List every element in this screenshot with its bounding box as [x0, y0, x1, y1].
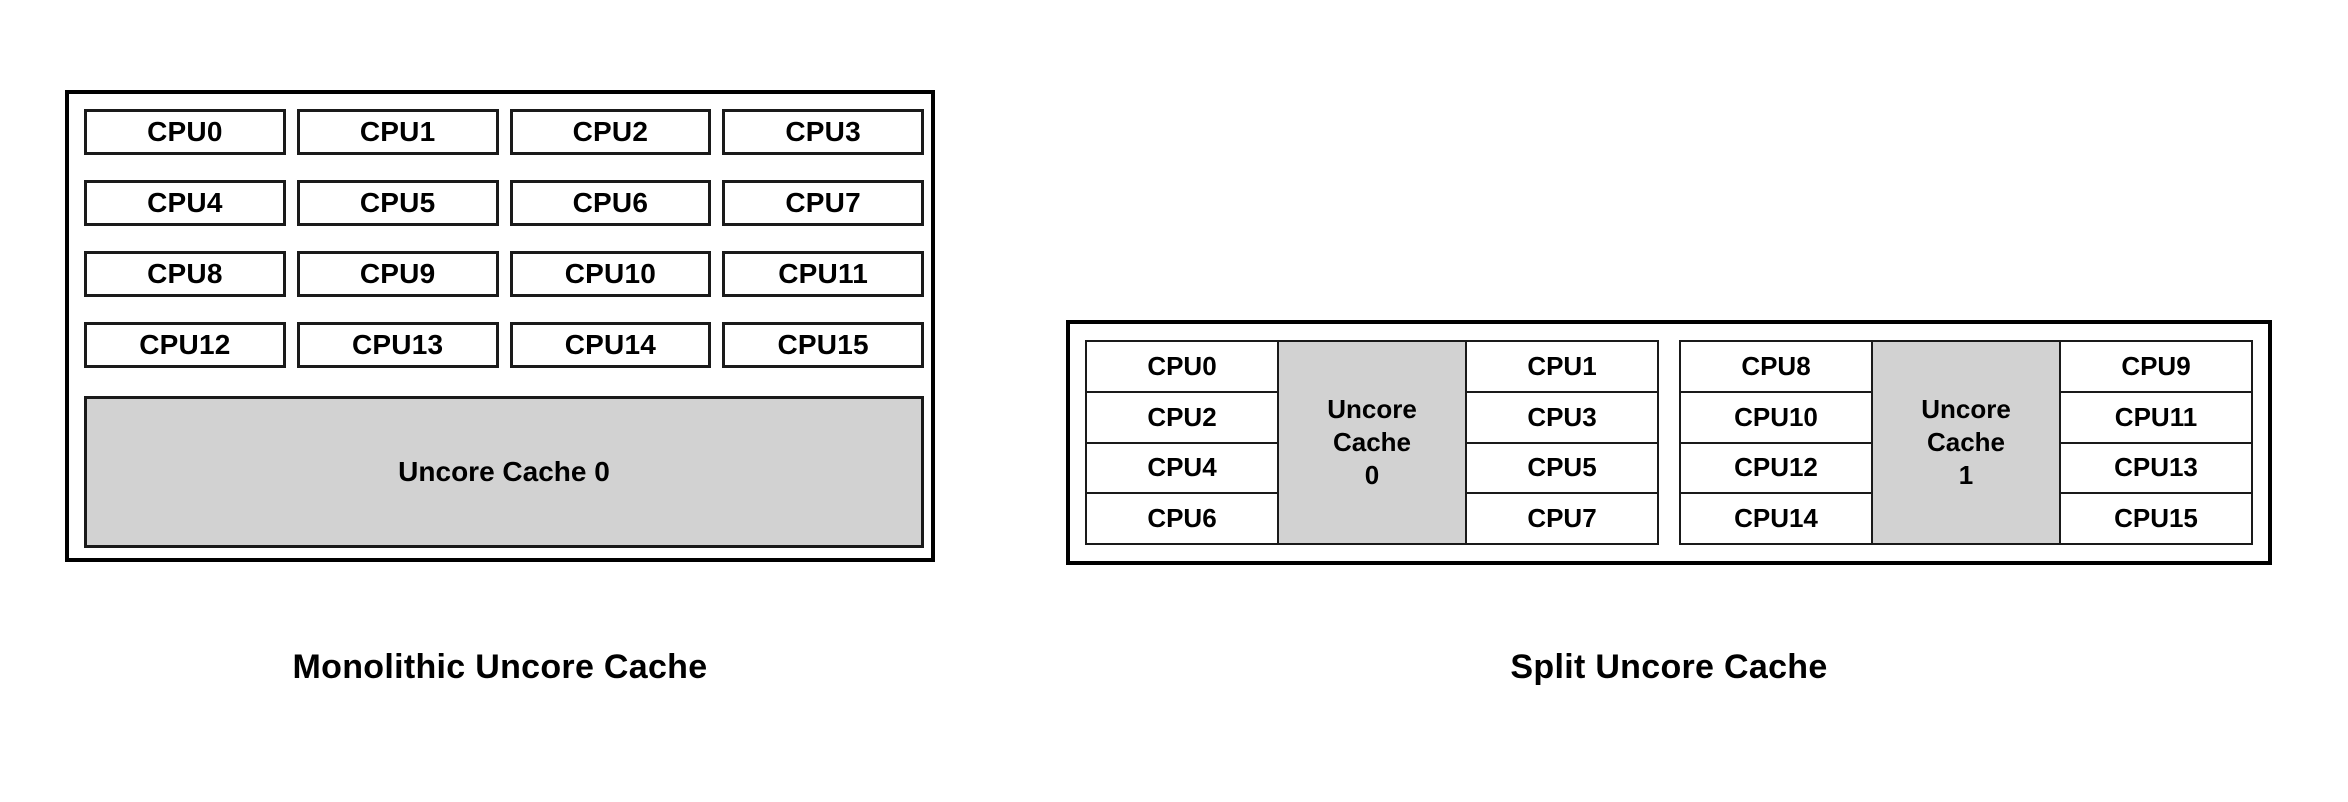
split-uncore-cache-diagram: CPU0 CPU2 CPU4 CPU6 Uncore Cache 0 CPU1	[1066, 320, 2272, 565]
cpu-box: CPU7	[722, 180, 924, 226]
cpu-label: CPU12	[139, 329, 231, 360]
cpu-box: CPU12	[84, 322, 286, 368]
cpu-box: CPU1	[296, 109, 499, 155]
cpu-box: CPU0	[1085, 340, 1279, 393]
cpu-label: CPU6	[1147, 503, 1217, 534]
cpu-box: CPU2	[1085, 390, 1279, 444]
cpu-label: CPU15	[2114, 503, 2198, 534]
cpu-label: CPU5	[1527, 452, 1597, 483]
cpu-label: CPU3	[785, 116, 861, 147]
cpu-label: CPU14	[1734, 503, 1818, 534]
cluster-0-left-cpu-column: CPU0 CPU2 CPU4 CPU6	[1085, 340, 1279, 545]
cpu-box: CPU6	[1085, 492, 1279, 545]
monolithic-cpu-grid: CPU0 CPU1 CPU2 CPU3 CPU4 CPU5 CPU6 CPU7 …	[84, 109, 924, 392]
cluster-0-right-cpu-column: CPU1 CPU3 CPU5 CPU7	[1465, 340, 1659, 545]
cpu-label: CPU1	[359, 116, 436, 147]
cpu-box: CPU11	[2059, 390, 2253, 444]
cpu-box: CPU15	[722, 322, 924, 368]
cpu-box: CPU9	[296, 251, 499, 297]
cpu-label: CPU9	[359, 258, 436, 289]
cpu-label: CPU9	[2121, 350, 2191, 381]
cpu-box: CPU0	[84, 109, 286, 155]
cpu-box: CPU11	[722, 251, 924, 297]
cpu-box: CPU5	[296, 180, 499, 226]
cpu-box: CPU13	[296, 322, 499, 368]
cpu-label: CPU0	[147, 116, 223, 147]
cpu-label: CPU0	[1147, 350, 1217, 381]
caption-text: Monolithic Uncore Cache	[292, 648, 708, 686]
cpu-label: CPU8	[1741, 350, 1811, 381]
cpu-box: CPU9	[2059, 340, 2253, 393]
cpu-label: CPU10	[1734, 401, 1818, 432]
uncore-cache-block: Uncore Cache 0	[84, 396, 924, 548]
cpu-label: CPU13	[2114, 452, 2198, 483]
caption-monolithic-uncore-cache: Monolithic Uncore Cache	[65, 648, 935, 687]
uncore-cache-block-1: Uncore Cache 1	[1871, 340, 2061, 545]
uncore-cache-block-0: Uncore Cache 0	[1277, 340, 1467, 545]
cpu-label: CPU3	[1527, 401, 1597, 432]
caption-split-uncore-cache: Split Uncore Cache	[1066, 648, 2272, 687]
monolithic-uncore-cache-diagram: CPU0 CPU1 CPU2 CPU3 CPU4 CPU5 CPU6 CPU7 …	[65, 90, 935, 562]
cpu-box: CPU14	[1679, 492, 1873, 545]
cpu-label: CPU11	[2114, 401, 2198, 432]
cpu-label: CPU13	[351, 329, 444, 360]
cpu-box: CPU15	[2059, 492, 2253, 545]
cpu-box: CPU6	[509, 180, 712, 226]
caption-text: Split Uncore Cache	[1510, 648, 1828, 686]
cpu-label: CPU11	[778, 258, 868, 289]
cpu-label: CPU10	[564, 258, 656, 289]
cpu-label: CPU4	[147, 187, 223, 218]
cpu-label: CPU4	[1147, 452, 1217, 483]
cpu-box: CPU8	[1679, 340, 1873, 393]
cpu-label: CPU15	[777, 329, 869, 360]
cpu-label: CPU6	[572, 187, 649, 218]
cpu-label: CPU2	[572, 116, 649, 147]
cpu-box: CPU4	[84, 180, 286, 226]
split-cluster-0: CPU0 CPU2 CPU4 CPU6 Uncore Cache 0 CPU1	[1085, 340, 1659, 545]
cpu-box: CPU13	[2059, 441, 2253, 495]
uncore-cache-label: Uncore Cache 1	[1921, 393, 2011, 491]
cpu-box: CPU1	[1465, 340, 1659, 393]
cpu-label: CPU7	[785, 187, 861, 218]
cpu-label: CPU7	[1527, 503, 1597, 534]
cpu-box: CPU8	[84, 251, 286, 297]
cpu-box: CPU10	[1679, 390, 1873, 444]
split-clusters-container: CPU0 CPU2 CPU4 CPU6 Uncore Cache 0 CPU1	[1085, 340, 2253, 545]
cpu-box: CPU12	[1679, 441, 1873, 495]
cpu-box: CPU5	[1465, 441, 1659, 495]
cpu-box: CPU4	[1085, 441, 1279, 495]
cpu-box: CPU3	[722, 109, 924, 155]
cpu-box: CPU10	[509, 251, 712, 297]
cpu-box: CPU7	[1465, 492, 1659, 545]
cpu-label: CPU12	[1734, 452, 1818, 483]
cpu-box: CPU14	[509, 322, 712, 368]
uncore-cache-label: Uncore Cache 0	[1327, 393, 1417, 491]
split-cluster-1: CPU8 CPU10 CPU12 CPU14 Uncore Cache 1 CP…	[1679, 340, 2253, 545]
cpu-box: CPU2	[509, 109, 712, 155]
cpu-label: CPU14	[564, 329, 656, 360]
cluster-1-right-cpu-column: CPU9 CPU11 CPU13 CPU15	[2059, 340, 2253, 545]
cluster-1-left-cpu-column: CPU8 CPU10 CPU12 CPU14	[1679, 340, 1873, 545]
cpu-label: CPU8	[147, 258, 223, 289]
cpu-box: CPU3	[1465, 390, 1659, 444]
cpu-label: CPU1	[1527, 350, 1597, 381]
cpu-label: CPU5	[359, 187, 436, 218]
cpu-label: CPU2	[1147, 401, 1217, 432]
uncore-cache-label: Uncore Cache 0	[398, 456, 610, 487]
